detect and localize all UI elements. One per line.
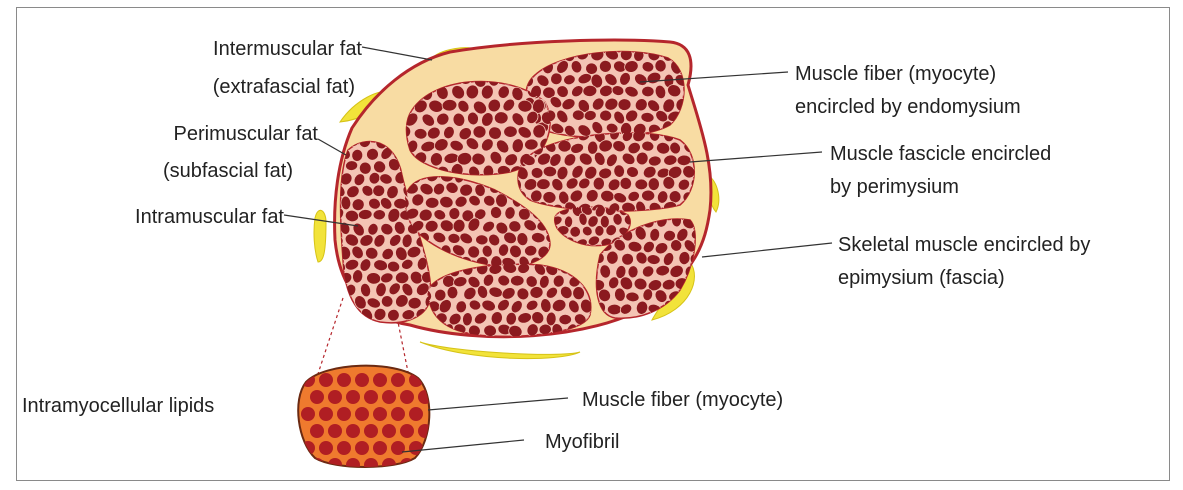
- label-muscle-fiber-myocyte: Muscle fiber (myocyte): [582, 389, 783, 411]
- label-perimuscular-fat: Perimuscular fat: [174, 123, 319, 145]
- lipid-droplet: [346, 424, 360, 438]
- lipid-droplet: [373, 441, 387, 455]
- muscle-fiber: [572, 286, 584, 299]
- muscle-fiber: [648, 178, 659, 191]
- muscle-fiber: [329, 284, 346, 299]
- lipid-droplet: [355, 407, 369, 421]
- muscle-fiber: [642, 86, 655, 97]
- label-myofibril: Myofibril: [545, 431, 619, 453]
- lipid-droplet: [400, 390, 414, 404]
- muscle-fiber: [607, 304, 621, 315]
- muscle-fiber: [425, 197, 439, 209]
- lipid-droplet: [373, 373, 387, 387]
- label-intramyocellular-lipids: Intramyocellular lipids: [22, 395, 214, 417]
- muscle-fiber: [559, 314, 572, 325]
- muscle-fiber: [655, 59, 667, 72]
- muscle-fiber: [690, 301, 702, 314]
- lipid-droplet: [409, 441, 423, 455]
- label-intramuscular-fat: Intramuscular fat: [135, 206, 284, 228]
- lipid-droplet: [328, 390, 342, 404]
- muscle-fiber: [494, 111, 508, 124]
- label-muscle-fiber: Muscle fiber (myocyte): [795, 63, 996, 85]
- lipid-droplet: [301, 441, 315, 455]
- lipid-droplet: [319, 373, 333, 387]
- lipid-droplet: [364, 390, 378, 404]
- lipid-droplet: [319, 441, 333, 455]
- lipid-droplet: [391, 407, 405, 421]
- lipid-droplet: [391, 441, 405, 455]
- muscle-fiber: [595, 225, 604, 236]
- muscle-fiber: [393, 198, 407, 209]
- label-extrafascial-fat: (extrafascial fat): [213, 76, 355, 98]
- lipid-droplet: [382, 424, 396, 438]
- label-subfascial-fat: (subfascial fat): [163, 160, 293, 182]
- muscle-fiber: [593, 177, 604, 190]
- label-encircled-endomysium: encircled by endomysium: [795, 96, 1021, 118]
- lipid-droplet: [346, 458, 360, 472]
- lipid-droplet: [391, 373, 405, 387]
- lipid-droplet: [409, 407, 423, 421]
- muscle-fiber: [641, 190, 655, 202]
- lipid-droplet: [418, 390, 432, 404]
- lipid-droplet: [418, 458, 432, 472]
- muscle-fiber: [337, 294, 352, 311]
- label-by-perimysium: by perimysium: [830, 176, 959, 198]
- label-intermuscular-fat: Intermuscular fat: [213, 38, 362, 60]
- lipid-droplet: [364, 458, 378, 472]
- lipid-droplet: [301, 407, 315, 421]
- lipid-droplet: [337, 373, 351, 387]
- lipid-droplet: [346, 390, 360, 404]
- muscle-fiber: [635, 179, 648, 190]
- muscle-fiber: [622, 253, 634, 265]
- lipid-droplet: [310, 424, 324, 438]
- muscle-fiber: [395, 271, 409, 283]
- lipid-droplet: [337, 441, 351, 455]
- muscle-fiber: [572, 110, 585, 121]
- lipid-droplet: [382, 390, 396, 404]
- muscle-fiber: [330, 307, 347, 322]
- lipid-droplet: [328, 424, 342, 438]
- label-muscle-fascicle: Muscle fascicle encircled: [830, 143, 1051, 165]
- muscle-fiber: [677, 155, 691, 166]
- lipid-droplet: [337, 407, 351, 421]
- muscle-fiber: [473, 126, 486, 138]
- muscle-fiber: [599, 110, 612, 122]
- lipid-droplet: [373, 407, 387, 421]
- label-epimysium-fascia: epimysium (fascia): [838, 267, 1005, 289]
- lipid-droplet: [418, 424, 432, 438]
- lipid-droplet: [364, 424, 378, 438]
- muscle-fiber: [510, 275, 524, 286]
- lipid-droplet: [310, 390, 324, 404]
- muscle-fiber: [618, 98, 632, 111]
- muscle-fiber: [543, 166, 557, 177]
- lipid-droplet: [355, 373, 369, 387]
- muscle-fiber: [628, 265, 639, 278]
- label-skeletal-muscle: Skeletal muscle encircled by: [838, 234, 1090, 256]
- lipid-droplet: [319, 407, 333, 421]
- muscle-fiber: [447, 286, 458, 299]
- muscle-fiber: [503, 126, 517, 138]
- lipid-droplet: [400, 424, 414, 438]
- lipid-droplet: [355, 441, 369, 455]
